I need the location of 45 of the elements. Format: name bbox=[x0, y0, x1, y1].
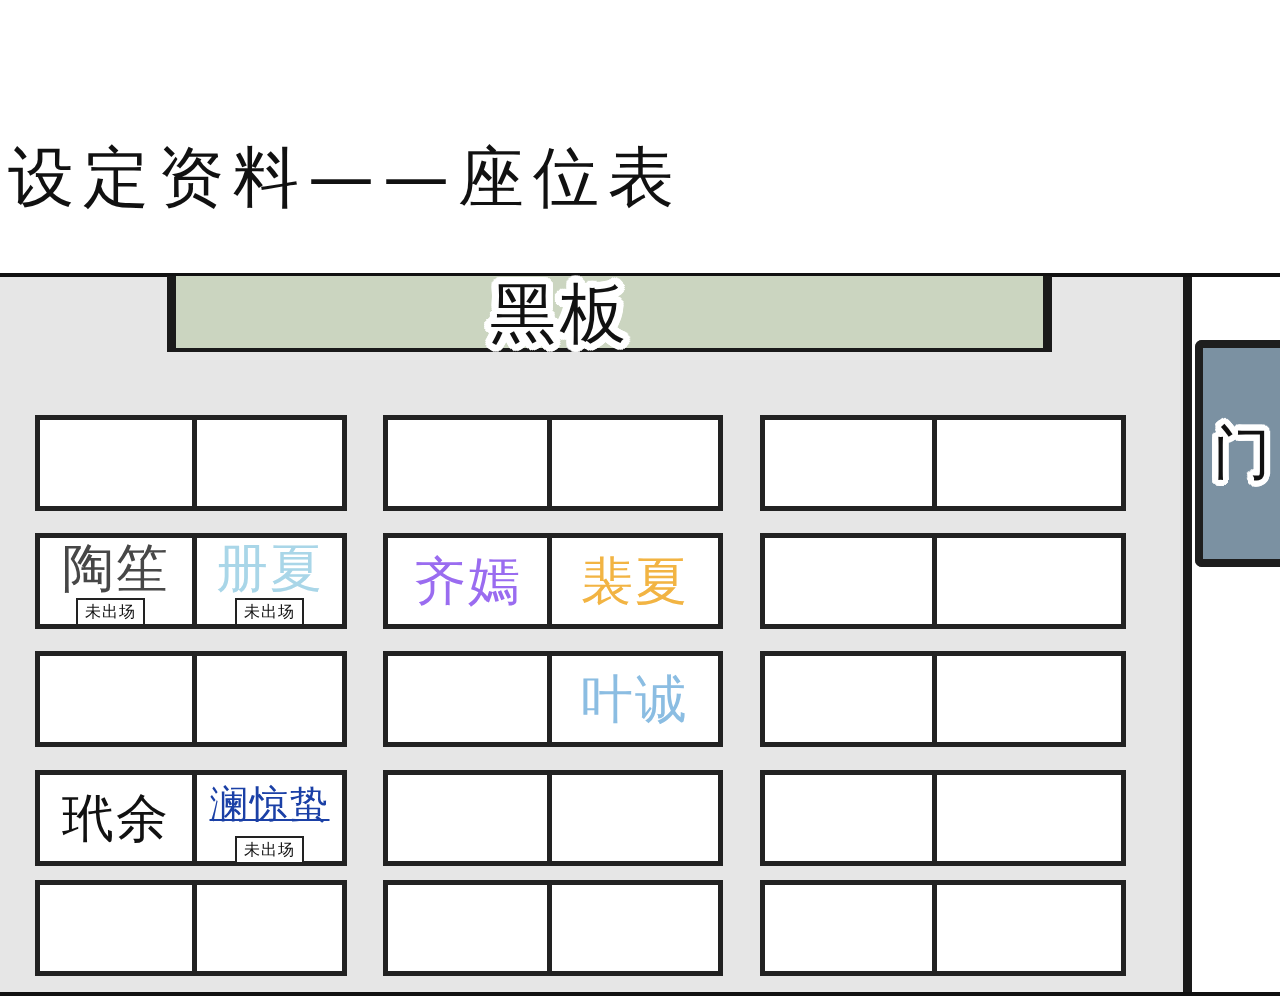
seat bbox=[197, 770, 347, 866]
seat bbox=[760, 880, 937, 976]
blackboard-label: 黑板 bbox=[490, 278, 630, 351]
seat bbox=[552, 533, 723, 629]
seat bbox=[760, 770, 937, 866]
seat bbox=[937, 415, 1126, 511]
seat bbox=[760, 651, 937, 747]
seat bbox=[35, 880, 197, 976]
seat bbox=[197, 651, 347, 747]
student-name: 玳余 bbox=[62, 786, 170, 850]
student-name: 齐嫣 bbox=[413, 549, 522, 613]
seat bbox=[937, 770, 1126, 866]
student-name: 册夏 bbox=[215, 536, 324, 600]
seat bbox=[383, 651, 552, 747]
student-name: 陶笙 bbox=[62, 536, 170, 600]
seat bbox=[552, 770, 723, 866]
seat bbox=[35, 533, 197, 629]
seat bbox=[552, 880, 723, 976]
seat bbox=[35, 415, 197, 511]
student-name: 叶诚 bbox=[581, 667, 689, 731]
seat bbox=[35, 770, 197, 866]
door bbox=[1195, 340, 1280, 567]
seat bbox=[937, 880, 1126, 976]
absent-tag: 未出场 bbox=[76, 598, 145, 626]
absent-tag: 未出场 bbox=[235, 836, 304, 864]
seat bbox=[383, 533, 552, 629]
seat bbox=[197, 415, 347, 511]
title: 设定资料——座位表 bbox=[8, 142, 683, 215]
seat bbox=[937, 533, 1126, 629]
seat bbox=[937, 651, 1126, 747]
absent-tag: 未出场 bbox=[235, 598, 304, 626]
seat bbox=[760, 415, 937, 511]
blackboard bbox=[167, 276, 1052, 352]
seat bbox=[383, 880, 552, 976]
seat bbox=[197, 880, 347, 976]
seat bbox=[197, 533, 347, 629]
seat bbox=[383, 415, 552, 511]
seat bbox=[35, 651, 197, 747]
seat bbox=[552, 415, 723, 511]
seat bbox=[552, 651, 723, 747]
seat bbox=[383, 770, 552, 866]
seat bbox=[760, 533, 937, 629]
student-name: 裴夏 bbox=[581, 549, 689, 613]
student-name: 澜惊蛰 bbox=[209, 782, 330, 828]
door-label: 门 bbox=[1212, 421, 1271, 486]
